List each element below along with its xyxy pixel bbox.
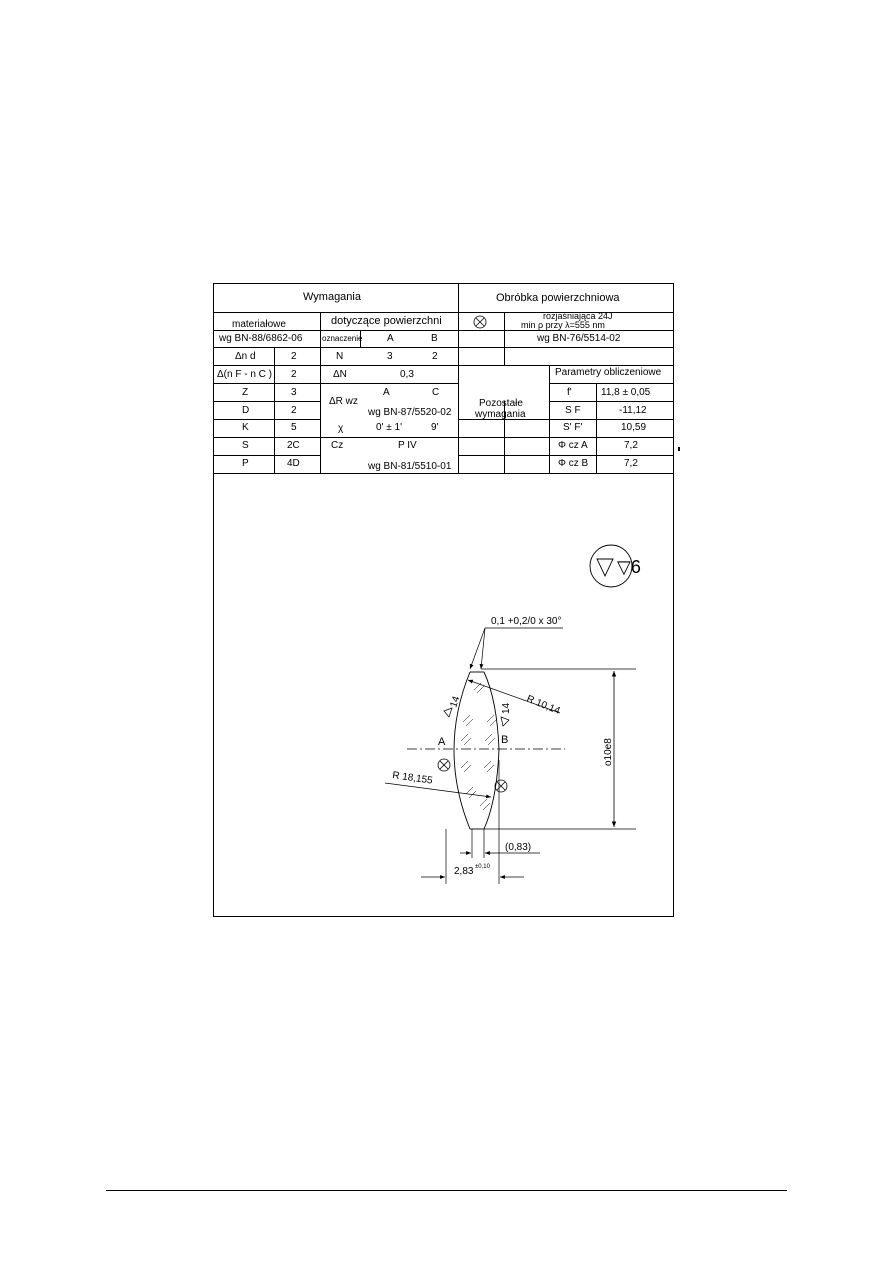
delta-rwz-label: ΔR wz [329, 396, 358, 407]
coating-marker-a-icon [437, 758, 451, 772]
lens-surface-b [483, 671, 500, 830]
cz-value: P IV [398, 440, 417, 451]
coating-symbol-icon [473, 315, 487, 329]
cz-label: Cz [331, 440, 344, 451]
diameter-dimension: ο10e8 [603, 738, 614, 766]
material-row-name: Z [242, 387, 249, 398]
material-row-name: D [242, 405, 250, 416]
calc-row-name: Φ cz B [558, 458, 589, 469]
material-row-value: 2 [291, 369, 297, 380]
material-row-value: 5 [291, 422, 297, 433]
lens-surface-a [453, 671, 471, 830]
calc-row-value: 10,59 [621, 422, 647, 433]
coating-description: rozjaśniająca 24J [543, 311, 613, 321]
page-tick-mark [678, 447, 680, 451]
center-thickness-tolerance: ±0,10 [475, 864, 491, 870]
cz-standard: wg BN-81/5510-01 [368, 461, 452, 472]
calc-row-name: S' F' [563, 422, 583, 433]
material-row-value: 4D [287, 458, 300, 469]
chi-label: χ [338, 423, 344, 434]
glass-hatching [460, 682, 498, 811]
calc-params-header: Parametry obliczeniowe [555, 367, 662, 378]
material-row-name: P [242, 458, 249, 469]
rwz-standard: wg BN-87/5520-02 [368, 407, 452, 418]
roughness-value: ▽6 [617, 557, 641, 577]
material-header: materiałowe [232, 319, 286, 330]
coating-condition: min ρ przy λ=555 nm [521, 320, 605, 330]
edge-thickness: (0,83) [505, 842, 531, 853]
material-row-value: 3 [291, 387, 297, 398]
calc-row-value: 11,8 ± 0,05 [601, 387, 651, 398]
surface-header: dotyczące powierzchni [331, 315, 442, 327]
roughness-right-value: 14 [501, 702, 512, 714]
requirements-header: Wymagania [303, 291, 361, 303]
material-row-name: S [242, 440, 249, 451]
material-row-value: 2 [291, 351, 297, 362]
roughness-right-icon [500, 716, 510, 727]
calc-row-value: 7,2 [624, 440, 638, 451]
technical-drawing-sheet [213, 283, 674, 917]
surface-a-label: A [387, 333, 394, 344]
roughness-symbol-icon [589, 544, 633, 588]
n-b-value: 2 [432, 351, 438, 362]
radius-a: R 18,155 [392, 770, 434, 787]
surface-b-marker: B [501, 734, 508, 746]
calc-row-name: Φ cz A [558, 440, 588, 451]
calc-row-value: 7,2 [624, 458, 638, 469]
surface-a-marker: A [438, 736, 446, 748]
chi-b-value: 9' [431, 422, 439, 433]
material-row-name: Δn d [235, 351, 256, 362]
n-a-value: 3 [387, 351, 393, 362]
material-row-name: K [242, 422, 249, 433]
surface-b-label: B [431, 333, 438, 344]
roughness-left-icon [443, 707, 453, 718]
chamfer-dimension: 0,1 +0,2/0 x 30° [491, 616, 561, 627]
center-thickness: 2,83 [454, 866, 474, 877]
coating-standard: wg BN-76/5514-02 [537, 333, 621, 344]
radius-b: R 10,14 [525, 694, 562, 717]
calc-row-name: S F [565, 405, 581, 416]
material-standard: wg BN-88/6862-06 [219, 333, 303, 344]
n-label: N [336, 351, 344, 362]
delta-n-label: ΔN [333, 369, 347, 380]
designation-label: oznaczenie [322, 334, 363, 343]
chi-a-value: 0' ± 1' [376, 422, 402, 433]
calc-row-value: -11,12 [619, 405, 647, 416]
rwz-a-value: A [383, 387, 390, 398]
other-requirements-label-1: Pozostałe [479, 398, 523, 409]
other-requirements-label-2: wymagania [475, 409, 526, 420]
coating-marker-b-icon [494, 779, 508, 793]
material-row-value: 2C [287, 440, 300, 451]
footer-rule [106, 1190, 787, 1191]
roughness-left-value: 14 [448, 695, 462, 709]
material-row-name: Δ(n F - n C ) [217, 369, 273, 380]
calc-row-name: f' [567, 387, 572, 398]
rwz-c-value: C [432, 387, 440, 398]
delta-n-value: 0,3 [400, 369, 414, 380]
material-row-value: 2 [291, 405, 297, 416]
surface-treatment-header: Obróbka powierzchniowa [496, 292, 620, 304]
